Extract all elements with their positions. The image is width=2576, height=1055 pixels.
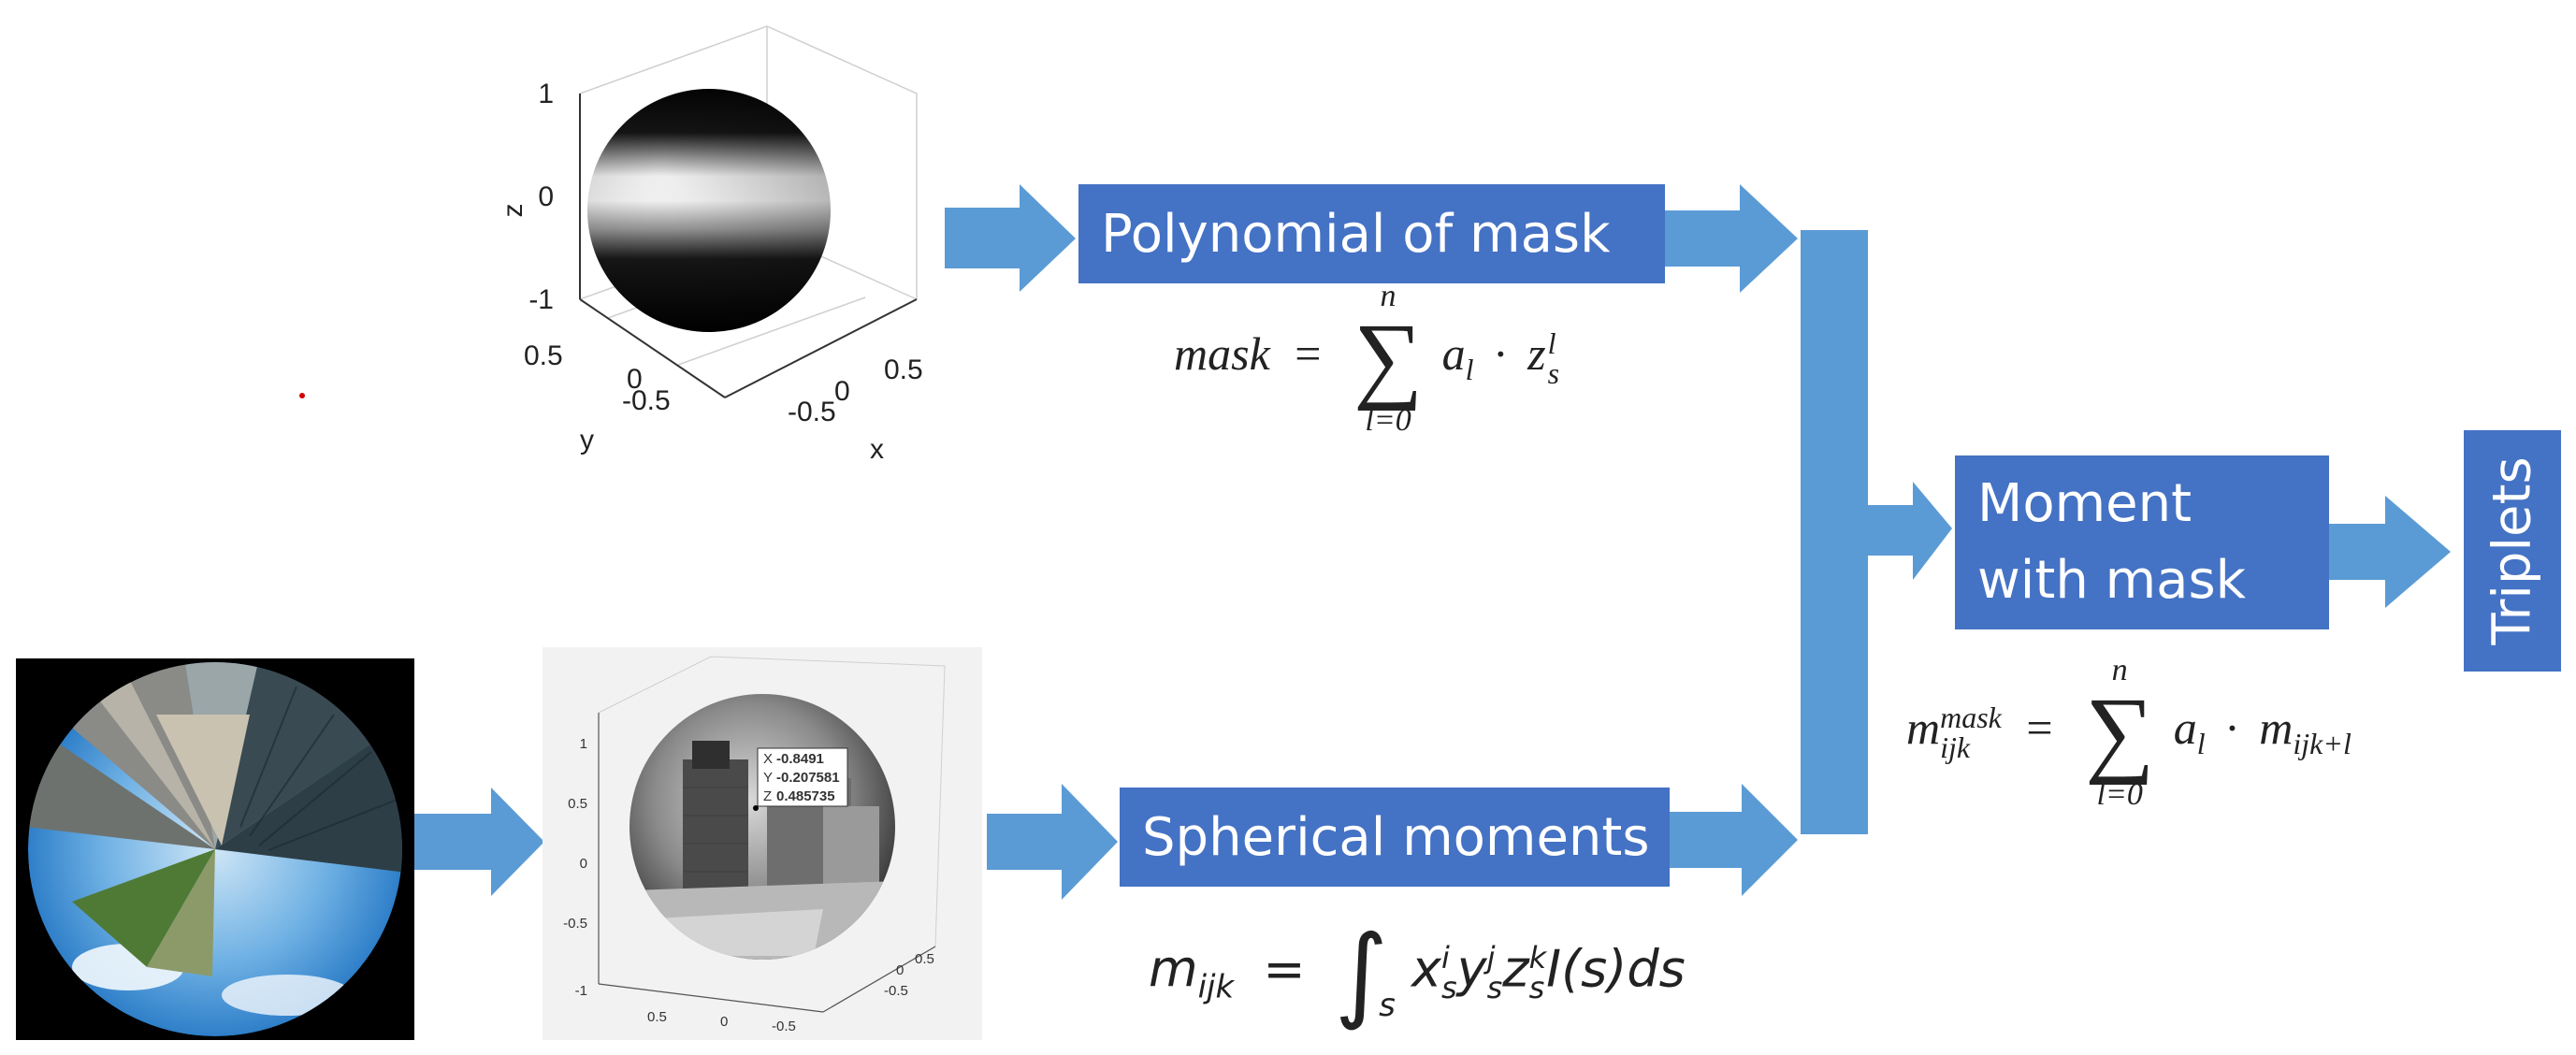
mask-z-tick-top: 1 (538, 79, 554, 109)
mm-eq-lhs-sub: ijk (1940, 730, 1971, 765)
sm-eq-lhs-sub: ijk (1197, 968, 1235, 1006)
red-dot (299, 393, 305, 398)
datatip-x-value: -0.8491 (776, 751, 824, 767)
mm-eq-m: m (2259, 701, 2294, 754)
merge-bar (1801, 230, 1868, 834)
sm-eq-integral-lower: s (1379, 987, 1396, 1024)
mask-eq-a: a (1441, 326, 1466, 380)
mm-eq-a: a (2173, 701, 2197, 754)
mm-sum-sigma: ∑ (2085, 678, 2155, 786)
sm-eq-z-sub: s (1528, 970, 1545, 1005)
mask-eq-z: z (1527, 326, 1546, 380)
img-z-tick-2: 0 (580, 856, 587, 872)
arrow-to-triplets (2323, 496, 2451, 608)
sm-eq-z-sup: k (1528, 940, 1547, 976)
mask-sum: n ∑ l=0 (1353, 281, 1423, 437)
arrow-to-spherical (987, 784, 1118, 900)
mask-z-tick-bot: -1 (528, 284, 554, 315)
mask-eq-z-sup: l (1547, 326, 1556, 361)
datatip: X -0.8491 Y -0.207581 Z 0.485735 (753, 747, 848, 811)
mm-eq-dot: · (2224, 701, 2240, 754)
image-sphere-plot: X -0.8491 Y -0.207581 Z 0.485735 1 0.5 0… (543, 647, 982, 1040)
fisheye-image (16, 658, 414, 1040)
sm-eq-y-sup: j (1486, 940, 1496, 976)
mm-eq-a-sub: l (2196, 726, 2206, 760)
mask-y-tick-1: 0 (627, 364, 643, 395)
arrow-to-moment-mask (1868, 482, 1952, 580)
moment-with-mask-line1: Moment (1977, 473, 2192, 534)
mask-eq-lhs: mask (1174, 326, 1270, 380)
img-x-tick-0: 0.5 (647, 1009, 667, 1025)
img-y-tick-1: 0 (896, 962, 904, 978)
datatip-y-value: -0.207581 (776, 770, 840, 786)
svg-text:Y: Y (763, 770, 773, 786)
img-x-tick-1: 0 (720, 1014, 728, 1030)
mask-x-tick-2: 0.5 (884, 354, 923, 385)
mask-x-label: x (870, 434, 884, 465)
moment-with-mask-line2: with mask (1977, 550, 2247, 611)
mask-sphere-plot: 1 0 -1 z 0.5 0 -0.5 y -0.5 0 0.5 x (498, 25, 923, 465)
img-z-tick-0: 1 (580, 736, 587, 752)
sm-eq-equals: = (1263, 939, 1306, 999)
mask-sum-lower: l=0 (1365, 402, 1411, 438)
arrow-from-polynomial (1665, 184, 1798, 293)
mm-sum-upper: n (2111, 653, 2128, 687)
triplets-label: Triplets (2482, 456, 2543, 645)
mask-y-tick-0: 0.5 (524, 340, 563, 371)
polynomial-of-mask-box: Polynomial of mask (1078, 184, 1665, 283)
img-z-tick-1: 0.5 (568, 796, 587, 812)
svg-text:X: X (763, 751, 773, 767)
svg-text:Z: Z (763, 788, 772, 804)
img-z-tick-3: -0.5 (563, 916, 587, 932)
mask-sphere-shade (587, 89, 831, 332)
mask-x-tick-0: -0.5 (788, 397, 836, 427)
sm-eq-y: y (1456, 939, 1487, 999)
mask-z-tick-mid: 0 (538, 181, 554, 212)
sm-eq-y-sub: s (1486, 970, 1503, 1005)
mask-plot-axes (579, 94, 918, 398)
spherical-moments-box: Spherical moments (1120, 788, 1670, 887)
sm-eq-x-sup: i (1440, 940, 1450, 976)
sm-eq-x-sub: s (1440, 970, 1457, 1005)
mm-eq-m-sub: ijk+l (2293, 726, 2352, 760)
mm-sum: n ∑ l=0 (2085, 655, 2154, 811)
arrow-from-spherical (1670, 784, 1798, 896)
img-y-tick-0: 0.5 (915, 951, 934, 967)
sm-eq-tail: I(s)ds (1546, 939, 1686, 999)
arrow-to-polynomial (945, 184, 1076, 292)
sm-eq-lhs: m (1149, 939, 1198, 999)
moment-with-mask-box: Moment with mask (1955, 455, 2329, 629)
img-x-tick-2: -0.5 (772, 1019, 796, 1034)
arrow-fisheye-to-sphere (413, 788, 544, 896)
mask-z-label: z (498, 204, 528, 218)
sm-eq-x: x (1411, 939, 1441, 999)
datatip-z-value: 0.485735 (776, 788, 835, 804)
mm-eq-equals: = (2026, 701, 2053, 754)
img-z-tick-4: -1 (575, 983, 587, 999)
mask-y-label: y (580, 425, 594, 455)
polynomial-of-mask-label: Polynomial of mask (1101, 203, 1611, 265)
sm-eq-integral: ∫ (1334, 913, 1389, 1033)
mm-eq-lhs: m (1906, 701, 1941, 754)
sm-eq-z: z (1502, 939, 1529, 999)
mm-sum-lower: l=0 (2096, 776, 2143, 812)
mask-eq-equals: = (1295, 326, 1322, 380)
spherical-moments-label: Spherical moments (1142, 806, 1650, 868)
mask-sum-sigma: ∑ (1353, 304, 1424, 412)
mask-sum-upper: n (1380, 279, 1397, 313)
mask-eq-z-sub: s (1547, 356, 1560, 391)
triplets-box: Triplets (2464, 430, 2561, 672)
mm-eq-lhs-sup: mask (1940, 701, 2002, 735)
mask-y-tick-2: -0.5 (622, 385, 671, 416)
mask-x-tick-1: 0 (834, 376, 850, 407)
mask-eq-a-sub: l (1465, 352, 1474, 386)
img-y-tick-2: -0.5 (884, 983, 908, 999)
mask-eq-dot: · (1493, 326, 1509, 380)
